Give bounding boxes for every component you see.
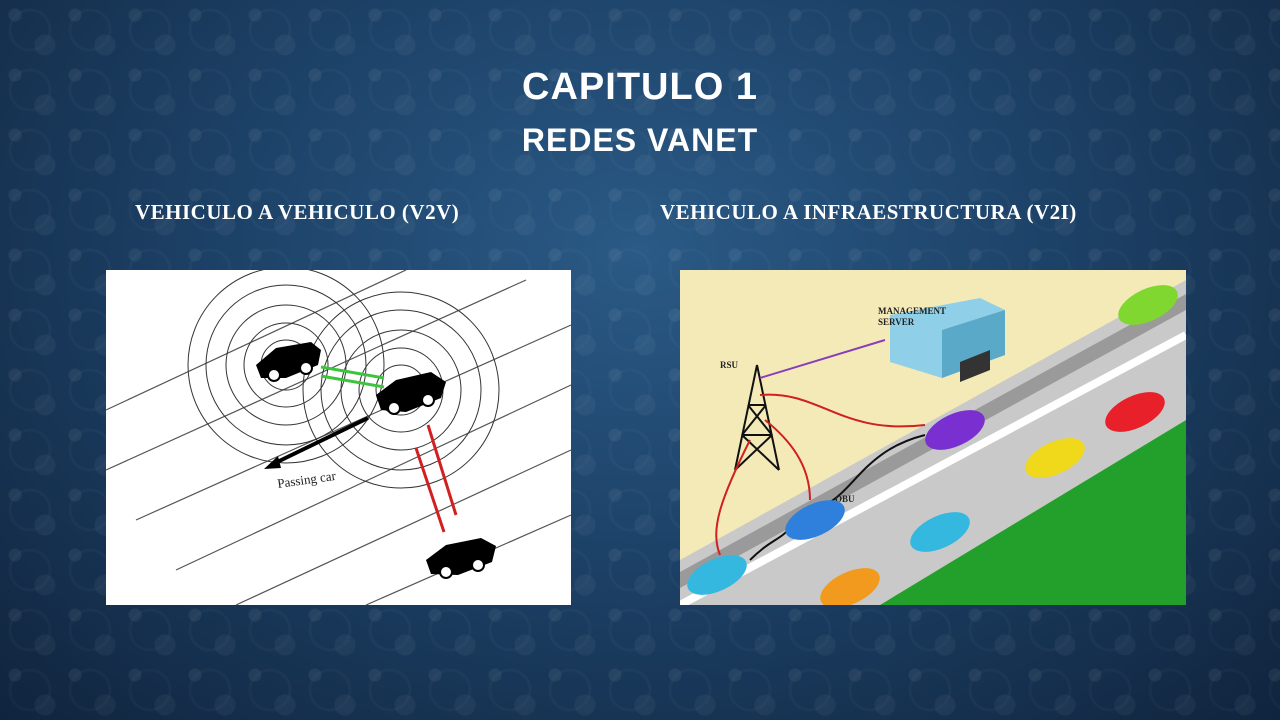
arrow-head-icon	[264, 456, 281, 469]
car-icon	[820, 568, 880, 605]
v2v-red-arrows	[414, 424, 458, 533]
car-icon	[256, 342, 321, 382]
v2i-diagram: MANAGEMENT SERVER RSU OBU	[680, 270, 1186, 605]
v2i-diagram-svg: MANAGEMENT SERVER RSU OBU	[680, 280, 1186, 605]
server-label: MANAGEMENT	[878, 306, 946, 316]
slide-title: CAPITULO 1	[522, 66, 758, 108]
car-icon	[925, 410, 985, 450]
car-icon	[910, 512, 970, 552]
obu-label: OBU	[835, 494, 855, 504]
server-link	[759, 339, 886, 379]
server-label-2: SERVER	[878, 317, 915, 327]
slide-subtitle: REDES VANET	[521, 122, 759, 158]
v2v-diagram: Passing car	[106, 270, 571, 605]
rsu-tower-icon	[734, 364, 780, 471]
management-server-icon	[890, 298, 1005, 382]
rsu-label: RSU	[720, 360, 739, 370]
passing-car-label: Passing car	[276, 468, 337, 491]
road-lines	[106, 270, 571, 605]
grass-field	[880, 420, 1186, 605]
v2i-heading: VEHICULO A INFRAESTRUCTURA (V2I)	[660, 200, 1077, 224]
car-icon	[785, 500, 845, 540]
road-divider	[680, 331, 1186, 605]
car-icon	[376, 372, 446, 415]
passing-arrow	[270, 416, 369, 467]
car-icon	[1105, 392, 1165, 432]
car-icon	[426, 538, 496, 579]
car-icon	[1118, 285, 1178, 325]
v2v-green-arrows	[320, 365, 385, 389]
car-icon	[687, 555, 747, 595]
v2v-diagram-svg: Passing car	[106, 270, 571, 605]
car-icon	[1025, 438, 1085, 478]
rsu-links	[715, 393, 926, 556]
v2v-heading: VEHICULO A VEHICULO (V2V)	[135, 200, 460, 224]
